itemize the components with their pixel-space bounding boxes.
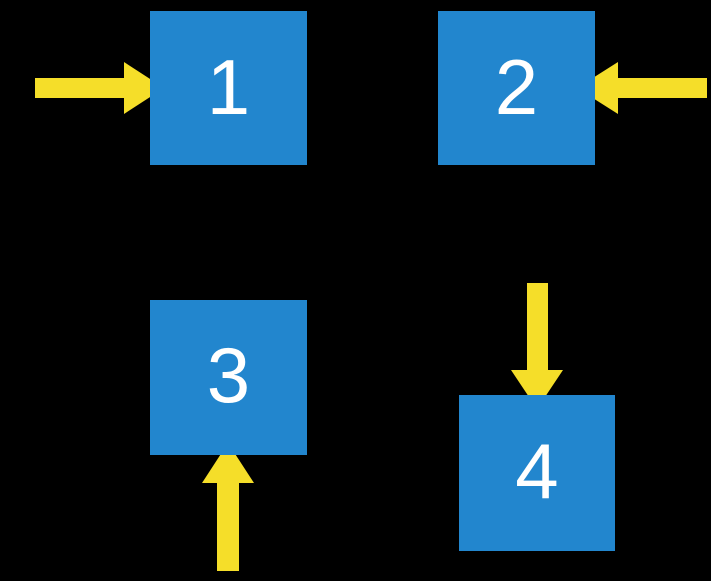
node-label-4: 4 <box>515 427 559 515</box>
arrow-right-glyph <box>35 62 164 114</box>
node-box-3[interactable] <box>150 300 307 455</box>
arrow-down-glyph <box>511 283 563 409</box>
node-box-4[interactable] <box>459 395 615 551</box>
node-label-3: 3 <box>206 331 251 419</box>
arrow-up-glyph <box>202 443 254 571</box>
arrow-left-glyph <box>577 62 707 114</box>
node-label-2: 2 <box>494 43 539 131</box>
node-label-1: 1 <box>206 43 251 131</box>
node-box-1[interactable] <box>150 11 307 165</box>
node-box-2[interactable] <box>438 11 595 165</box>
